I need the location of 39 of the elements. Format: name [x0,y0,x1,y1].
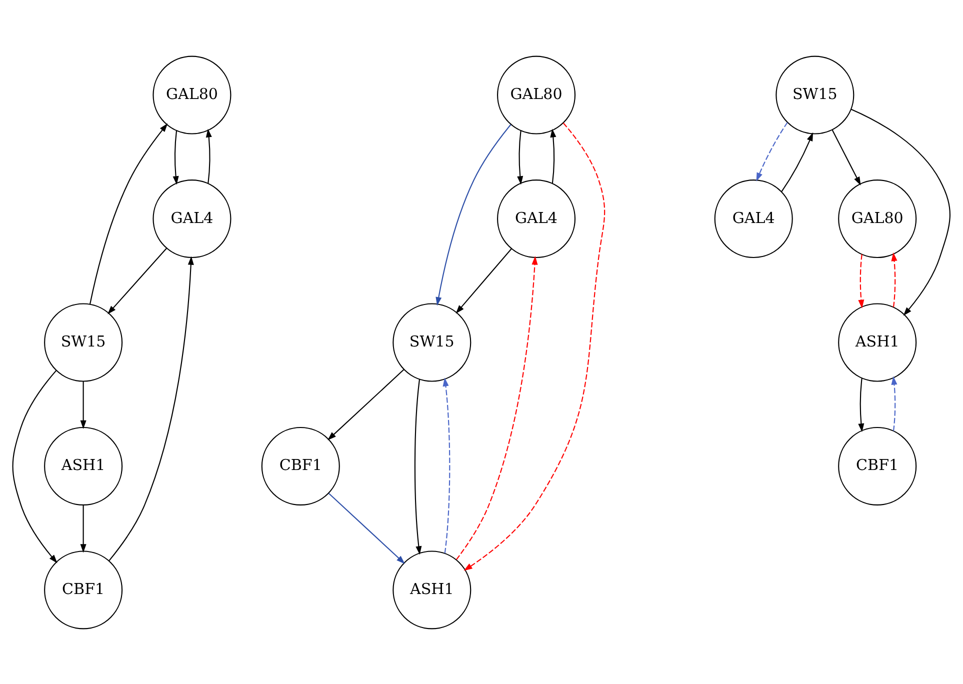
node-circle: CBF1 [261,426,340,505]
node-circle: SW15 [44,302,123,382]
node-circle: CBF1 [44,550,123,629]
arrow [456,256,538,560]
node-circle: ASH1 [838,302,917,382]
arrow [891,252,898,307]
arrow [172,130,179,184]
node-circle: GAL80 [838,179,917,258]
arrow [832,129,861,185]
arrow [108,256,194,560]
node-circle: CBF1 [838,426,917,505]
arrow [442,377,450,553]
arrow [781,132,814,192]
node-circle: ASH1 [44,426,123,505]
arrow [206,128,212,183]
node-circle: SW15 [776,55,854,134]
arrow [89,122,168,304]
arrow [436,124,512,306]
arrow [80,504,86,552]
node-circle: GAL4 [152,179,232,258]
arrow [517,130,524,184]
arrow [328,492,405,564]
arrow [464,122,606,570]
arrow [850,108,950,316]
node-circle: ASH1 [392,550,472,629]
arrow [858,254,864,308]
arrow [108,247,167,314]
node-circle: GAL4 [714,179,793,258]
arrow [414,378,422,554]
arrow [12,370,58,563]
arrow [456,248,512,314]
arrow [328,368,404,440]
node-circle: GAL80 [497,55,576,134]
node-circle: GAL4 [497,179,576,258]
arrow [550,128,556,183]
arrow [80,380,86,428]
arrow [858,378,864,432]
arrow [891,376,898,430]
arrow [756,122,788,181]
